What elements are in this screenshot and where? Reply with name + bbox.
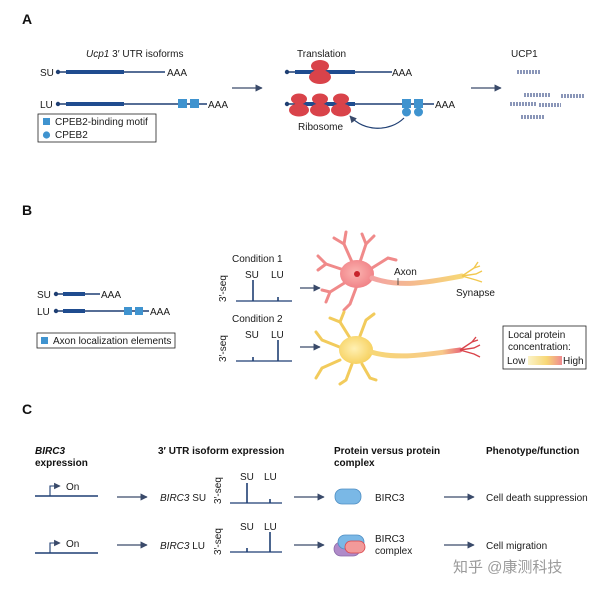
c2-su-label: SU bbox=[245, 330, 259, 341]
watermark: 知乎 @康测科技 bbox=[453, 559, 562, 576]
conc-high: High bbox=[563, 356, 584, 367]
condition-1-label: Condition 1 bbox=[232, 254, 283, 265]
c-r2-su: SU bbox=[240, 522, 254, 533]
ribosome-icon bbox=[331, 93, 351, 117]
c1-seq-label: 3′-seq bbox=[218, 275, 229, 302]
gene-lu-label: BIRC3 LU bbox=[160, 541, 205, 552]
panel-b-legend: Axon localization elements bbox=[36, 332, 176, 349]
on-label: On bbox=[66, 482, 79, 493]
legend-protein-label: CPEB2 bbox=[55, 130, 88, 141]
c-row-1: On BIRC3 SU SU LU 3′-seq BIRC3 Cell deat… bbox=[35, 472, 588, 505]
condition-1-seq-plot: SU LU 3′-seq bbox=[218, 270, 292, 302]
condition-2-label: Condition 2 bbox=[232, 314, 283, 325]
on-label: On bbox=[66, 539, 79, 550]
c2-seq-label: 3′-seq bbox=[218, 335, 229, 362]
legend-motif-label: CPEB2-binding motif bbox=[55, 117, 148, 128]
translation-label: Translation bbox=[297, 49, 346, 60]
su-label: SU bbox=[40, 68, 54, 79]
neuron-condition-1 bbox=[316, 230, 483, 312]
conc-low: Low bbox=[507, 356, 526, 367]
birc3-protein-icon bbox=[334, 488, 362, 505]
b-lu-polya: AAA bbox=[150, 307, 170, 318]
c-r1-seq: 3′-seq bbox=[213, 477, 224, 504]
translated-su: AAA bbox=[284, 60, 412, 84]
neuron-condition-2 bbox=[314, 310, 481, 386]
panel-c-label: C bbox=[22, 401, 32, 417]
c1-su-label: SU bbox=[245, 270, 259, 281]
conc-title-1: Local protein bbox=[508, 330, 565, 341]
ucp1-lu-transcript: LU AAA bbox=[40, 99, 228, 111]
ucp1-protein-icon bbox=[510, 70, 584, 119]
b-legend-label: Axon localization elements bbox=[53, 336, 171, 347]
complex-label-b: complex bbox=[375, 546, 412, 557]
conc-title-2: concentration: bbox=[508, 342, 571, 353]
birc3-label: BIRC3 bbox=[375, 493, 405, 504]
axon-label: Axon bbox=[394, 267, 417, 278]
c-r1-su: SU bbox=[240, 472, 254, 483]
cpeb2-motif-2 bbox=[190, 99, 199, 108]
ribosome-icon bbox=[289, 93, 309, 117]
phenotype-1: Cell death suppression bbox=[486, 493, 588, 504]
c1-lu-label: LU bbox=[271, 270, 284, 281]
recruit-arrow bbox=[349, 115, 405, 129]
lu-polya: AAA bbox=[208, 100, 228, 111]
gene-su-label: BIRC3 SU bbox=[160, 493, 206, 504]
col1-header-a: BIRC3 bbox=[35, 446, 65, 457]
c-r1-lu: LU bbox=[264, 472, 277, 483]
c-r2-seq: 3′-seq bbox=[213, 528, 224, 555]
ucp1-label: UCP1 bbox=[511, 49, 538, 60]
phenotype-2: Cell migration bbox=[486, 541, 547, 552]
c1-seq-plot: SU LU 3′-seq bbox=[213, 472, 282, 504]
translated-su-polya: AAA bbox=[392, 68, 412, 79]
col3-header-a: Protein versus protein bbox=[334, 446, 440, 457]
complex-label-a: BIRC3 bbox=[375, 534, 405, 545]
c-r2-lu: LU bbox=[264, 522, 277, 533]
panel-a-legend: CPEB2-binding motif CPEB2 bbox=[37, 113, 157, 143]
col1-header-b: expression bbox=[35, 458, 88, 469]
ribosome-icon bbox=[311, 60, 329, 72]
condition-2-seq-plot: SU LU 3′-seq bbox=[218, 330, 292, 362]
ucp1-su-transcript: SU AAA bbox=[40, 68, 187, 79]
ribosome-label: Ribosome bbox=[298, 122, 343, 133]
motif-square-icon bbox=[43, 118, 50, 125]
translated-lu: AAA bbox=[284, 93, 455, 129]
b-su-transcript: SU AAA bbox=[37, 290, 121, 301]
c2-lu-label: LU bbox=[271, 330, 284, 341]
birc3-complex-icon bbox=[333, 534, 366, 557]
conc-gradient-bar bbox=[528, 356, 562, 365]
gene-on-icon bbox=[35, 482, 98, 497]
cpeb2-motif-1 bbox=[178, 99, 187, 108]
b-su-polya: AAA bbox=[101, 290, 121, 301]
ribosome-icon bbox=[310, 93, 330, 117]
cpeb2-circle-icon bbox=[42, 131, 51, 139]
synapse-label: Synapse bbox=[456, 288, 495, 299]
panel-a-label: A bbox=[22, 11, 32, 27]
b-lu-label: LU bbox=[37, 307, 50, 318]
concentration-legend: Local protein concentration: Low High bbox=[502, 325, 587, 370]
axon bbox=[368, 347, 463, 359]
lu-label: LU bbox=[40, 100, 53, 111]
col2-header: 3′ UTR isoform expression bbox=[158, 446, 284, 457]
localization-square-icon bbox=[41, 337, 48, 344]
cpeb2-protein-icon bbox=[402, 107, 411, 117]
col4-header: Phenotype/function bbox=[486, 446, 579, 457]
axon bbox=[369, 273, 465, 286]
ucp1-isoforms-title: Ucp1 3′ UTR isoforms bbox=[86, 49, 183, 60]
c2-seq-plot: SU LU 3′-seq bbox=[213, 522, 282, 555]
su-polya: AAA bbox=[167, 68, 187, 79]
panel-b-label: B bbox=[22, 202, 32, 218]
cpeb2-protein-icon bbox=[414, 107, 423, 117]
c-row-2: On BIRC3 LU SU LU 3′-seq BIRC3 complex C… bbox=[35, 522, 547, 557]
col3-header-b: complex bbox=[334, 458, 375, 469]
translated-lu-polya: AAA bbox=[435, 100, 455, 111]
b-su-label: SU bbox=[37, 290, 51, 301]
gene-on-icon bbox=[35, 539, 98, 554]
b-lu-transcript: LU AAA bbox=[37, 307, 170, 318]
